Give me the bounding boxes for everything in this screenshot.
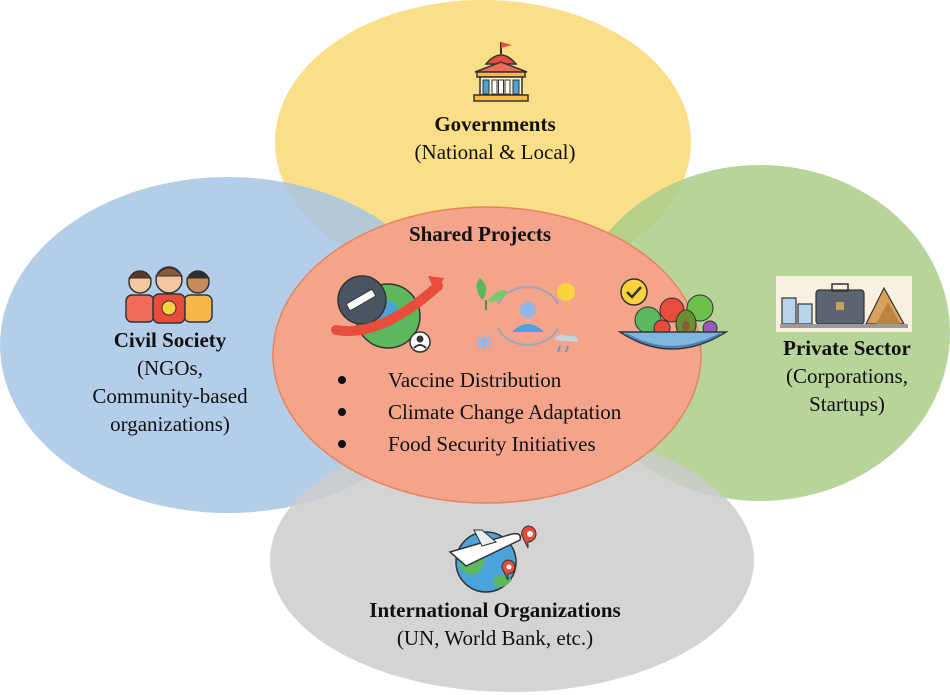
- international-subtitle: (UN, World Bank, etc.): [396, 626, 594, 650]
- governments-label: Governments (National & Local): [345, 110, 645, 166]
- list-item: Climate Change Adaptation: [330, 398, 621, 430]
- industry-icon: [776, 276, 912, 332]
- civil-society-label: Civil Society (NGOs, Community-based org…: [50, 326, 290, 438]
- private-sector-line-2: Startups): [809, 392, 885, 416]
- project-climate-change-adaptation: Climate Change Adaptation: [388, 400, 622, 424]
- bullet-icon: [338, 440, 346, 448]
- project-vaccine-distribution: Vaccine Distribution: [388, 368, 562, 392]
- civil-society-line-3: organizations): [110, 412, 230, 436]
- list-item: Vaccine Distribution: [330, 366, 621, 398]
- shared-projects-list: Vaccine Distribution Climate Change Adap…: [330, 366, 621, 462]
- governments-subtitle: (National & Local): [414, 140, 576, 164]
- vaccine-globe-icon: [331, 275, 444, 353]
- shared-projects-title: Shared Projects: [408, 222, 552, 246]
- civil-society-line-1: (NGOs,: [137, 356, 203, 380]
- private-sector-title: Private Sector: [783, 336, 911, 360]
- private-sector-line-1: (Corporations,: [786, 364, 908, 388]
- governments-ellipse: [275, 0, 691, 284]
- bullet-icon: [338, 376, 346, 384]
- private-sector-label: Private Sector (Corporations, Startups): [752, 334, 942, 418]
- list-item: Food Security Initiatives: [330, 430, 621, 462]
- people-group-icon: [125, 266, 213, 324]
- bullet-icon: [338, 408, 346, 416]
- international-title: International Organizations: [369, 598, 621, 622]
- shared-projects-ellipse: [272, 206, 702, 504]
- food-bowl-icon: [617, 278, 729, 350]
- government-building-icon: [473, 42, 529, 102]
- climate-cycle-icon: [476, 276, 582, 353]
- civil-society-line-2: Community-based: [92, 384, 248, 408]
- civil-society-title: Civil Society: [113, 328, 227, 352]
- international-label: International Organizations (UN, World B…: [260, 596, 730, 652]
- governments-title: Governments: [434, 112, 556, 136]
- airplane-globe-icon: [448, 525, 537, 593]
- project-food-security-initiatives: Food Security Initiatives: [388, 432, 596, 456]
